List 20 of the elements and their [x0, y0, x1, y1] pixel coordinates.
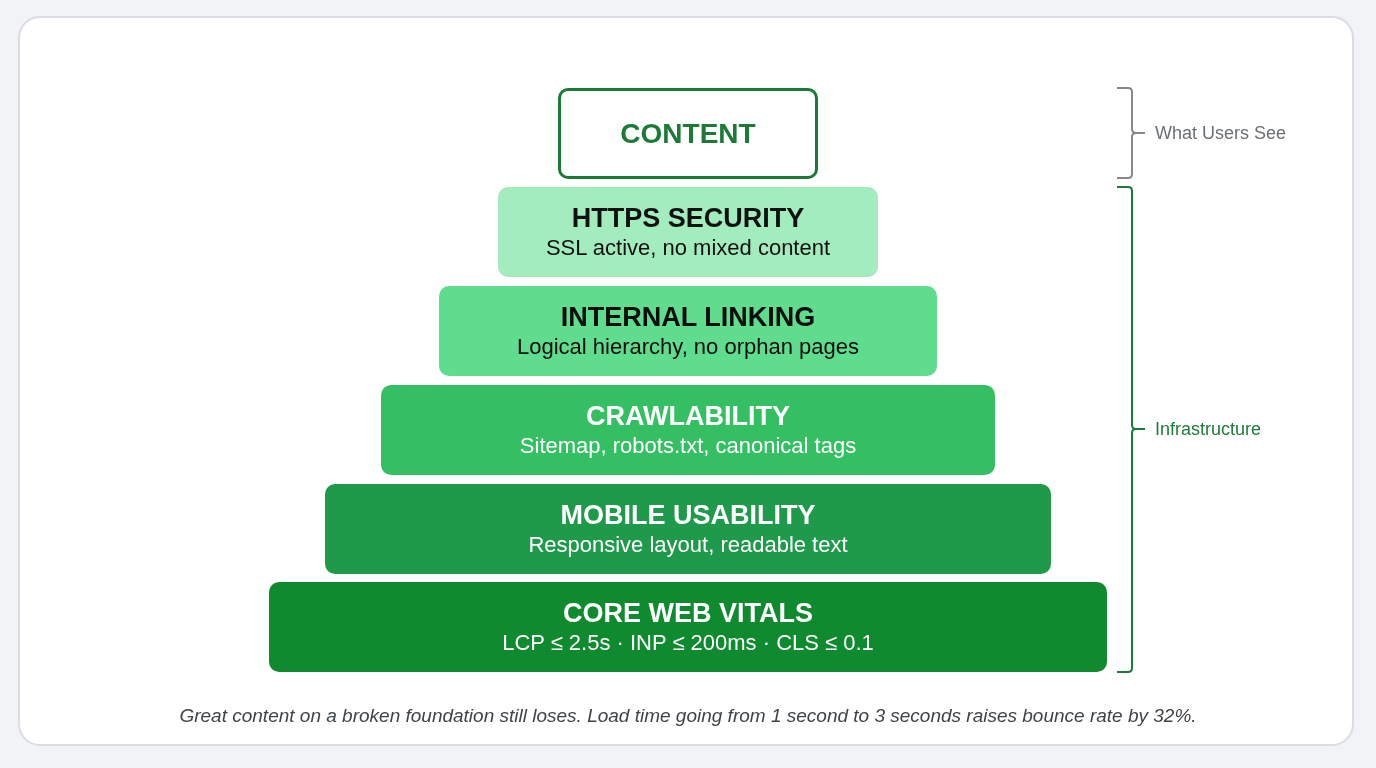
- layer-title: HTTPS SECURITY: [571, 202, 805, 234]
- pyramid-layer: [269, 582, 1107, 672]
- layer-description: SSL active, no mixed content: [545, 234, 831, 262]
- layer-description: Responsive layout, readable text: [528, 531, 848, 559]
- bracket-label: Infrastructure: [1155, 418, 1262, 440]
- layer-title: MOBILE USABILITY: [560, 499, 816, 531]
- layer-title: INTERNAL LINKING: [560, 301, 816, 333]
- pyramid-layer: [498, 187, 878, 277]
- pyramid-layer: [439, 286, 937, 376]
- layer-description: Logical hierarchy, no orphan pages: [516, 333, 859, 361]
- pyramid-layer: [381, 385, 995, 475]
- top-layer-box: [558, 88, 818, 179]
- bracket-label: What Users See: [1155, 122, 1287, 144]
- layer-title: CONTENT: [620, 117, 756, 150]
- caption: Great content on a broken foundation still loses. Load time going from 1 second to 3 seconds raises bounce rate by 32%.: [179, 704, 1197, 728]
- layer-description: Sitemap, robots.txt, canonical tags: [519, 432, 857, 460]
- pyramid-layer: [325, 484, 1051, 574]
- layer-description: LCP ≤ 2.5s · INP ≤ 200ms · CLS ≤ 0.1: [502, 629, 874, 657]
- layer-title: CRAWLABILITY: [586, 400, 790, 432]
- layer-title: CORE WEB VITALS: [563, 597, 813, 629]
